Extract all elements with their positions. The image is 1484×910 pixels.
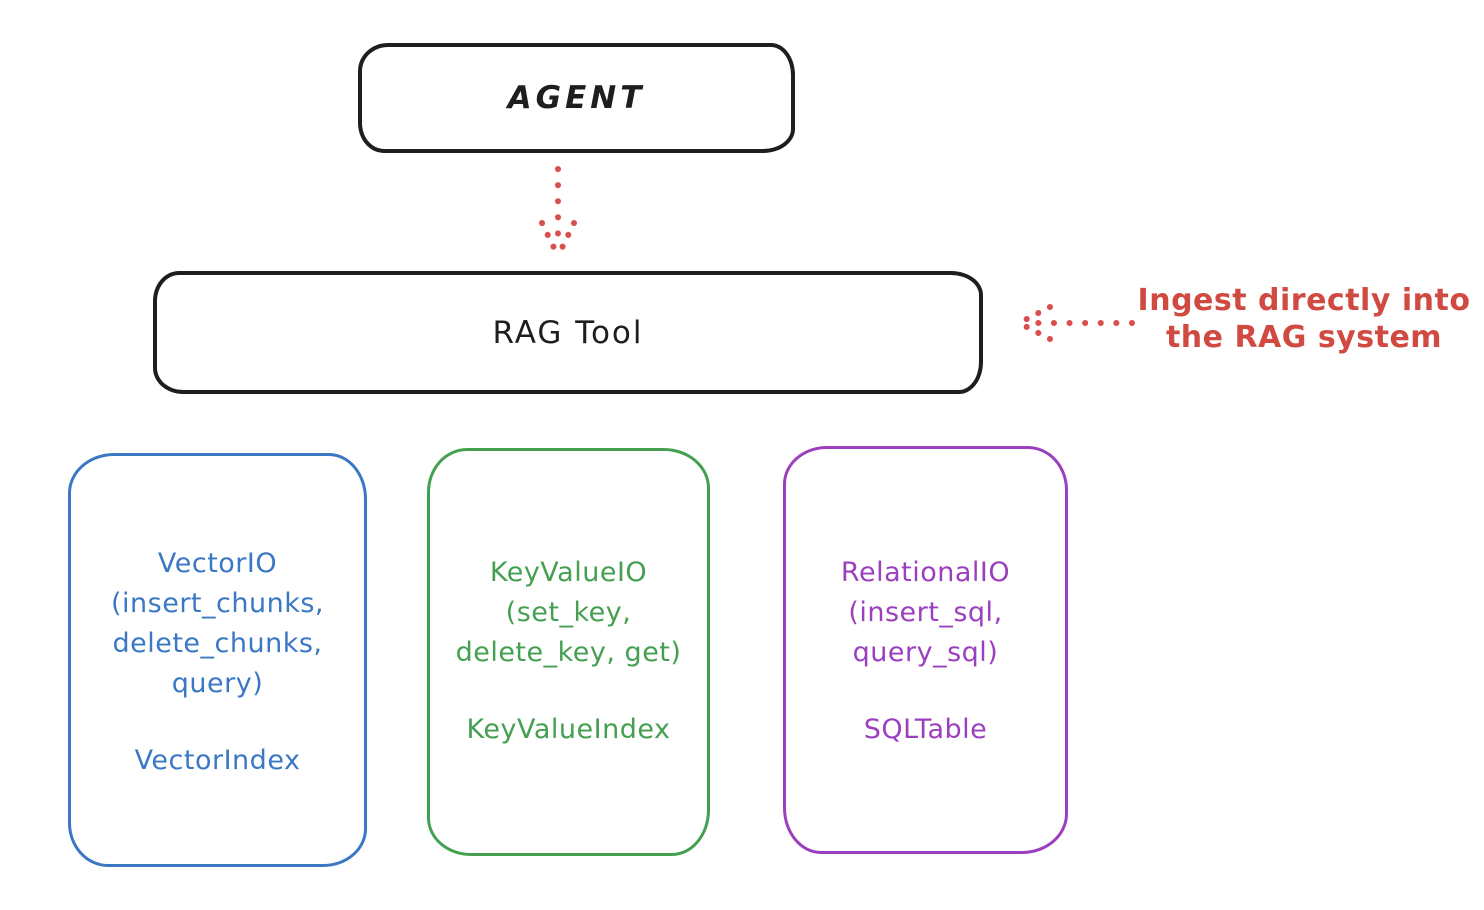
relationalio-box: RelationalIO (insert_sql, query_sql) SQL…: [783, 446, 1068, 854]
relationalio-title: RelationalIO: [840, 557, 1011, 588]
vectorio-title: VectorIO: [157, 548, 278, 579]
vectorio-index-label: VectorIndex: [134, 745, 301, 776]
ingest-annotation-line2: the RAG system: [1165, 320, 1443, 355]
rag-tool-box: RAG Tool: [153, 271, 983, 394]
keyvalueio-methods-line: (set_key,: [505, 597, 632, 628]
ingest-annotation-line1: Ingest directly into: [1137, 283, 1471, 318]
relationalio-methods-line: query_sql): [852, 637, 999, 668]
relationalio-index-label: SQLTable: [863, 714, 988, 745]
rag-tool-label: RAG Tool: [492, 314, 644, 351]
agent-label: AGENT: [507, 80, 646, 116]
vectorio-methods-line: delete_chunks,: [112, 628, 323, 659]
keyvalueio-box: KeyValueIO (set_key, delete_key, get) Ke…: [427, 448, 710, 856]
vectorio-box: VectorIO (insert_chunks, delete_chunks, …: [68, 453, 367, 867]
vectorio-methods-line: (insert_chunks,: [111, 588, 324, 619]
agent-box: AGENT: [358, 43, 795, 153]
keyvalueio-index-label: KeyValueIndex: [466, 714, 671, 745]
vectorio-methods-line: query): [171, 668, 264, 699]
keyvalueio-methods-line: delete_key, get): [455, 637, 682, 668]
annotation-to-ragtool-arrow: [1018, 304, 1135, 342]
relationalio-methods-line: (insert_sql,: [848, 597, 1003, 628]
ingest-annotation: Ingest directly into the RAG system: [1128, 282, 1480, 356]
agent-to-ragtool-arrow: [539, 166, 577, 257]
keyvalueio-title: KeyValueIO: [489, 557, 648, 588]
